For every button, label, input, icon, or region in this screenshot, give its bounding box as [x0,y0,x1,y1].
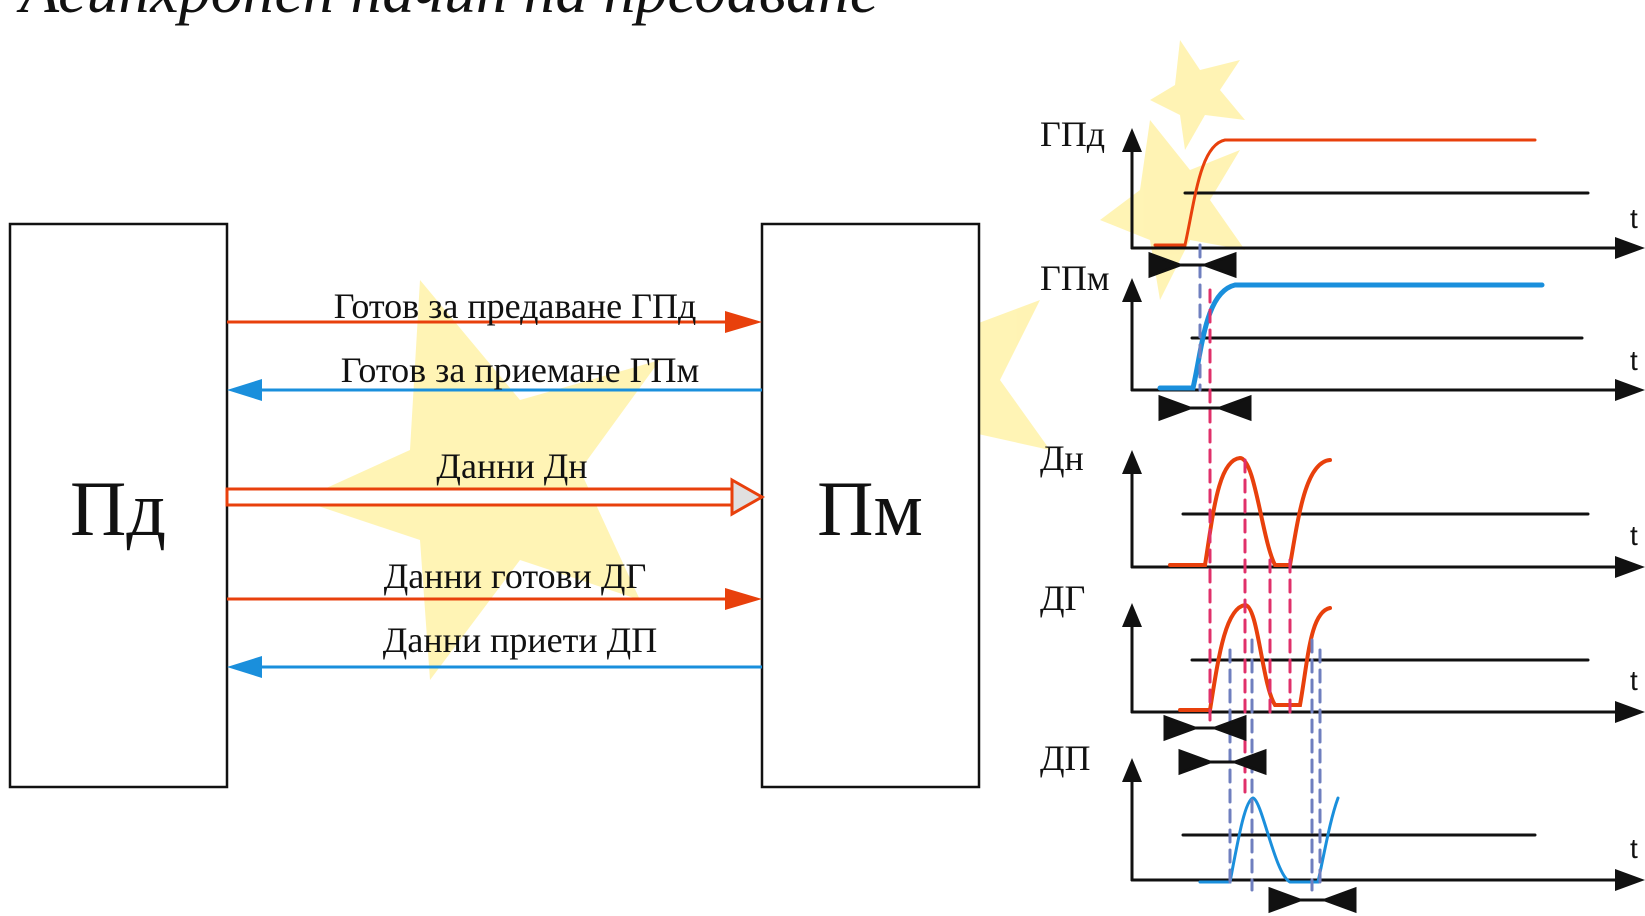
axis-arrow-up [1122,603,1142,627]
line-data-bus: Данни Дн [225,446,766,517]
slide-title: Асинхронен начин на предаване [20,0,878,28]
time-label-gpm: t [1630,345,1638,376]
timing-label-dg: ДГ [1040,578,1085,618]
signal-dp [1198,796,1340,884]
axis-arrow-right [1615,379,1645,401]
axis-arrow-right [1615,701,1645,723]
signal-gpm [1157,282,1545,391]
line-ready-to-send: Готов за предаване ГПд [227,286,762,333]
timing-label-gpm: ГПм [1040,258,1110,298]
star-decoration [1100,120,1245,300]
axis-arrow-up [1122,278,1142,302]
time-label-dn: t [1630,520,1638,551]
time-label-dp: t [1630,833,1638,864]
axis-arrow-up [1122,758,1142,782]
signal-dn [1168,455,1332,567]
timing-label-dp: ДП [1040,738,1091,778]
time-label-dg: t [1630,665,1638,696]
line-data-bus-label: Данни Дн [436,446,587,486]
signal-gpd [1153,138,1537,247]
timing-row-dn: Дн t [1040,438,1645,578]
line-ready-to-receive: Готов за приемане ГПм [227,350,762,401]
timing-diagram: ГПд t ГПм t Дн t [1040,114,1645,914]
timing-row-gpd: ГПд t [1040,114,1645,259]
timing-label-dn: Дн [1040,438,1084,478]
timing-delay-markers [1148,251,1357,914]
line-data-accepted: Данни приети ДП [227,620,762,678]
axis-arrow-right [1615,237,1645,259]
line-ready-to-send-label: Готов за предаване ГПд [334,286,697,326]
transmitter-block: Пд [8,222,229,789]
line-ready-to-receive-label: Готов за приемане ГПм [341,350,700,390]
star-decoration [1150,40,1245,150]
line-data-ready: Данни готови ДГ [227,556,762,610]
time-label-gpd: t [1630,203,1638,234]
timing-label-gpd: ГПд [1040,114,1105,154]
line-data-accepted-label: Данни приети ДП [383,620,657,660]
axis-arrow-right [1615,869,1645,891]
timing-row-gpm: ГПм t [1040,258,1645,401]
signal-dg [1178,602,1332,712]
transmitter-label: Пд [70,465,166,552]
axis-arrow-right [1615,556,1645,578]
axis-arrow-up [1122,128,1142,152]
star-decoration [300,280,660,680]
receiver-block: Пм [760,222,981,789]
receiver-label: Пм [817,465,923,552]
line-data-ready-label: Данни готови ДГ [384,556,647,596]
timing-row-dg: ДГ t [1040,578,1645,723]
timing-row-dp: ДП t [1040,738,1645,891]
axis-arrow-up [1122,450,1142,474]
